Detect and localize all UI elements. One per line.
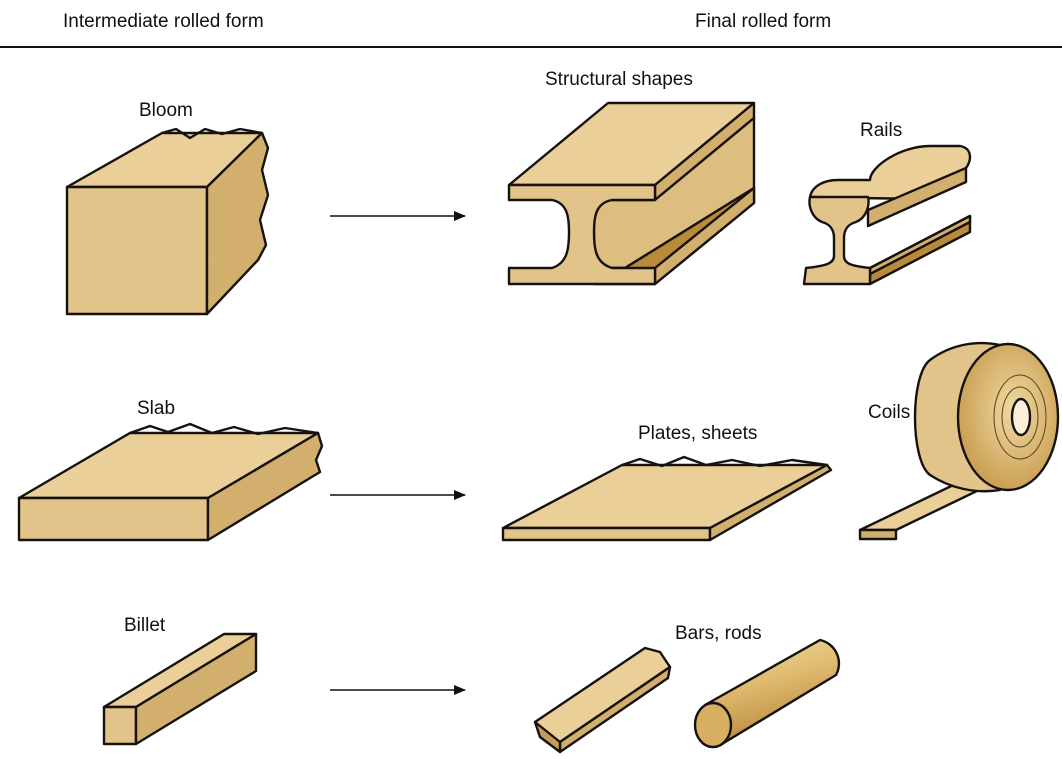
label-bars-rods: Bars, rods (675, 623, 762, 644)
label-rails: Rails (860, 120, 903, 141)
bar-shape (533, 646, 672, 754)
header-divider (0, 46, 1062, 48)
bloom-shape (65, 127, 270, 316)
header-final-rolled-form: Final rolled form (695, 11, 832, 32)
rail-shape (802, 144, 972, 286)
label-structural-shapes: Structural shapes (545, 69, 693, 90)
header-intermediate-rolled-form: Intermediate rolled form (63, 11, 264, 32)
billet-shape (102, 632, 258, 746)
rod-shape (693, 638, 841, 749)
structural-shape-i-beam (507, 101, 756, 286)
slab-shape (17, 422, 324, 542)
label-slab: Slab (137, 398, 176, 419)
label-plates-sheets: Plates, sheets (638, 423, 758, 444)
plate-sheet-shape (501, 455, 833, 542)
label-bloom: Bloom (139, 100, 193, 121)
label-coils: Coils (868, 402, 911, 423)
coil-shape (858, 341, 1060, 541)
label-billet: Billet (124, 615, 166, 636)
